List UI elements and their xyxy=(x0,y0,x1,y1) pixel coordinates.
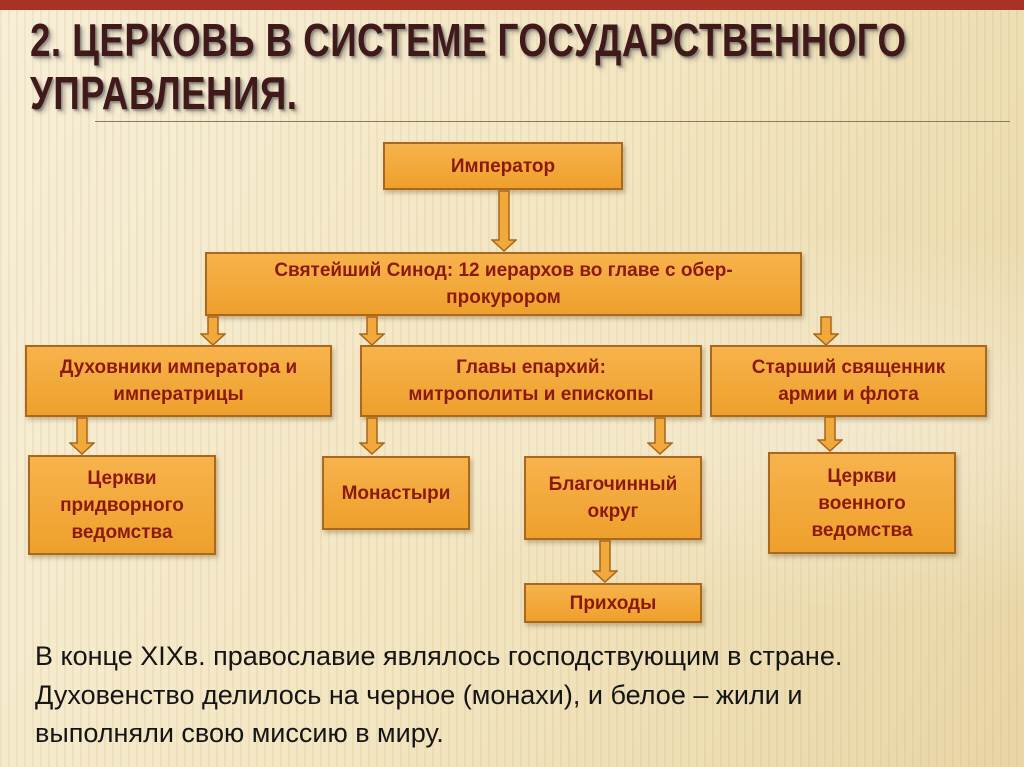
node-military-churches: Церкви военного ведомства xyxy=(768,452,956,554)
arrow-deanery-parishes-icon xyxy=(592,540,618,583)
node-army-priest: Старший священник армии и флота xyxy=(710,345,987,417)
top-accent-bar xyxy=(0,0,1024,10)
node-eparchy-heads: Главы епархий: митрополиты и епископы xyxy=(360,345,702,417)
arrow-army-military-icon xyxy=(817,416,843,452)
arrow-synod-confessors-icon xyxy=(200,316,226,346)
footer-text: В конце XIXв. православие являлось госпо… xyxy=(35,641,843,748)
node-synod: Святейший Синод: 12 иерархов во главе с … xyxy=(205,252,802,316)
node-parishes: Приходы xyxy=(524,583,702,623)
node-monasteries: Монастыри xyxy=(322,456,470,530)
title-underline xyxy=(95,121,1010,122)
arrow-synod-eparchy-icon xyxy=(359,316,385,346)
node-deanery-district: Благочинный округ xyxy=(524,456,702,540)
arrow-emperor-synod-icon xyxy=(491,190,517,252)
slide-title: 2. ЦЕРКОВЬ В СИСТЕМЕ ГОСУДАРСТВЕННОГО УП… xyxy=(30,14,907,120)
arrow-synod-army-icon xyxy=(813,316,839,346)
arrow-eparchy-monasteries-icon xyxy=(359,417,385,455)
node-emperor: Император xyxy=(383,142,623,190)
arrow-confessors-court-icon xyxy=(69,417,95,455)
slide-title-line1: 2. ЦЕРКОВЬ В СИСТЕМЕ ГОСУДАРСТВЕННОГО xyxy=(30,14,907,66)
slide-title-line2: УПРАВЛЕНИЯ. xyxy=(30,67,298,119)
node-court-churches: Церкви придворного ведомства xyxy=(28,455,216,555)
node-confessors: Духовники императора и императрицы xyxy=(25,345,332,417)
arrow-eparchy-deanery-icon xyxy=(647,417,673,455)
